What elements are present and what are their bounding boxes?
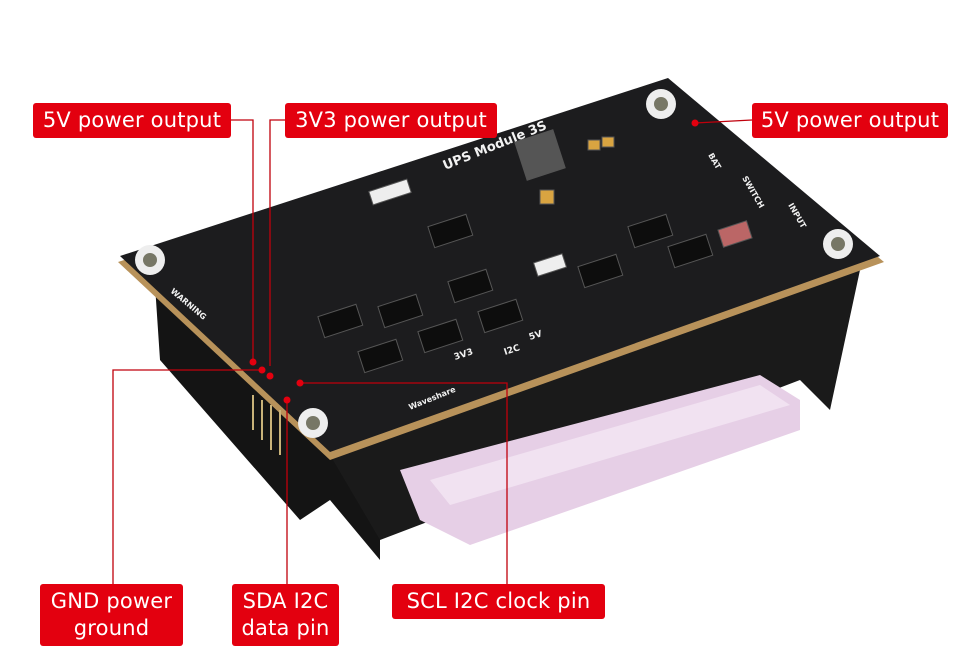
callout-gnd-line2: ground (73, 616, 150, 640)
callout-scl: SCL I2C clock pin (392, 584, 605, 619)
callout-3v3-output: 3V3 power output (285, 103, 497, 138)
header-pins (252, 395, 281, 455)
components (317, 129, 753, 374)
battery-holder (155, 285, 380, 560)
pin-markers (249, 119, 699, 404)
callout-sda: SDA I2C data pin (232, 584, 339, 646)
callout-5v-output-left: 5V power output (33, 103, 231, 138)
callout-sda-line1: SDA I2C (242, 589, 329, 613)
callout-sda-line2: data pin (241, 616, 330, 640)
board-5v-label: 5V (528, 329, 544, 343)
leader-lines (112, 119, 753, 584)
battery-highlight (430, 385, 790, 505)
callout-gnd: GND power ground (40, 584, 183, 646)
mounting-holes (135, 89, 853, 438)
pcb-board (120, 78, 880, 452)
callout-gnd-line1: GND power (50, 589, 173, 613)
board-i2c-label: I2C (503, 343, 522, 358)
callout-5v-output-right: 5V power output (752, 103, 948, 138)
